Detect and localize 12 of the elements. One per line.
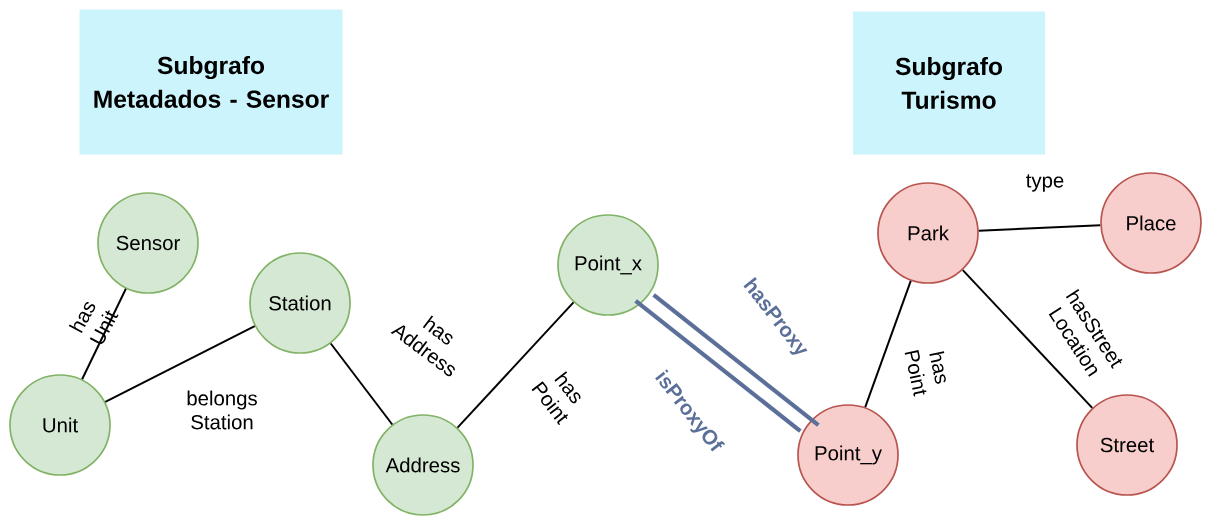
edge-label: has Point (904, 350, 946, 397)
edge-line (456, 301, 575, 429)
edge-line (961, 269, 1094, 409)
title-box: Subgrafo Metadados - Sensor (79, 9, 343, 155)
edge-line (81, 287, 127, 381)
edge-line (977, 224, 1102, 232)
edge-line (329, 342, 394, 426)
edge-label: type (1026, 174, 1064, 192)
title-box: Subgrafo Turismo (853, 11, 1045, 155)
edge-line (864, 279, 912, 409)
edge-label: belongs Station (187, 390, 257, 430)
edge-line (104, 325, 256, 403)
